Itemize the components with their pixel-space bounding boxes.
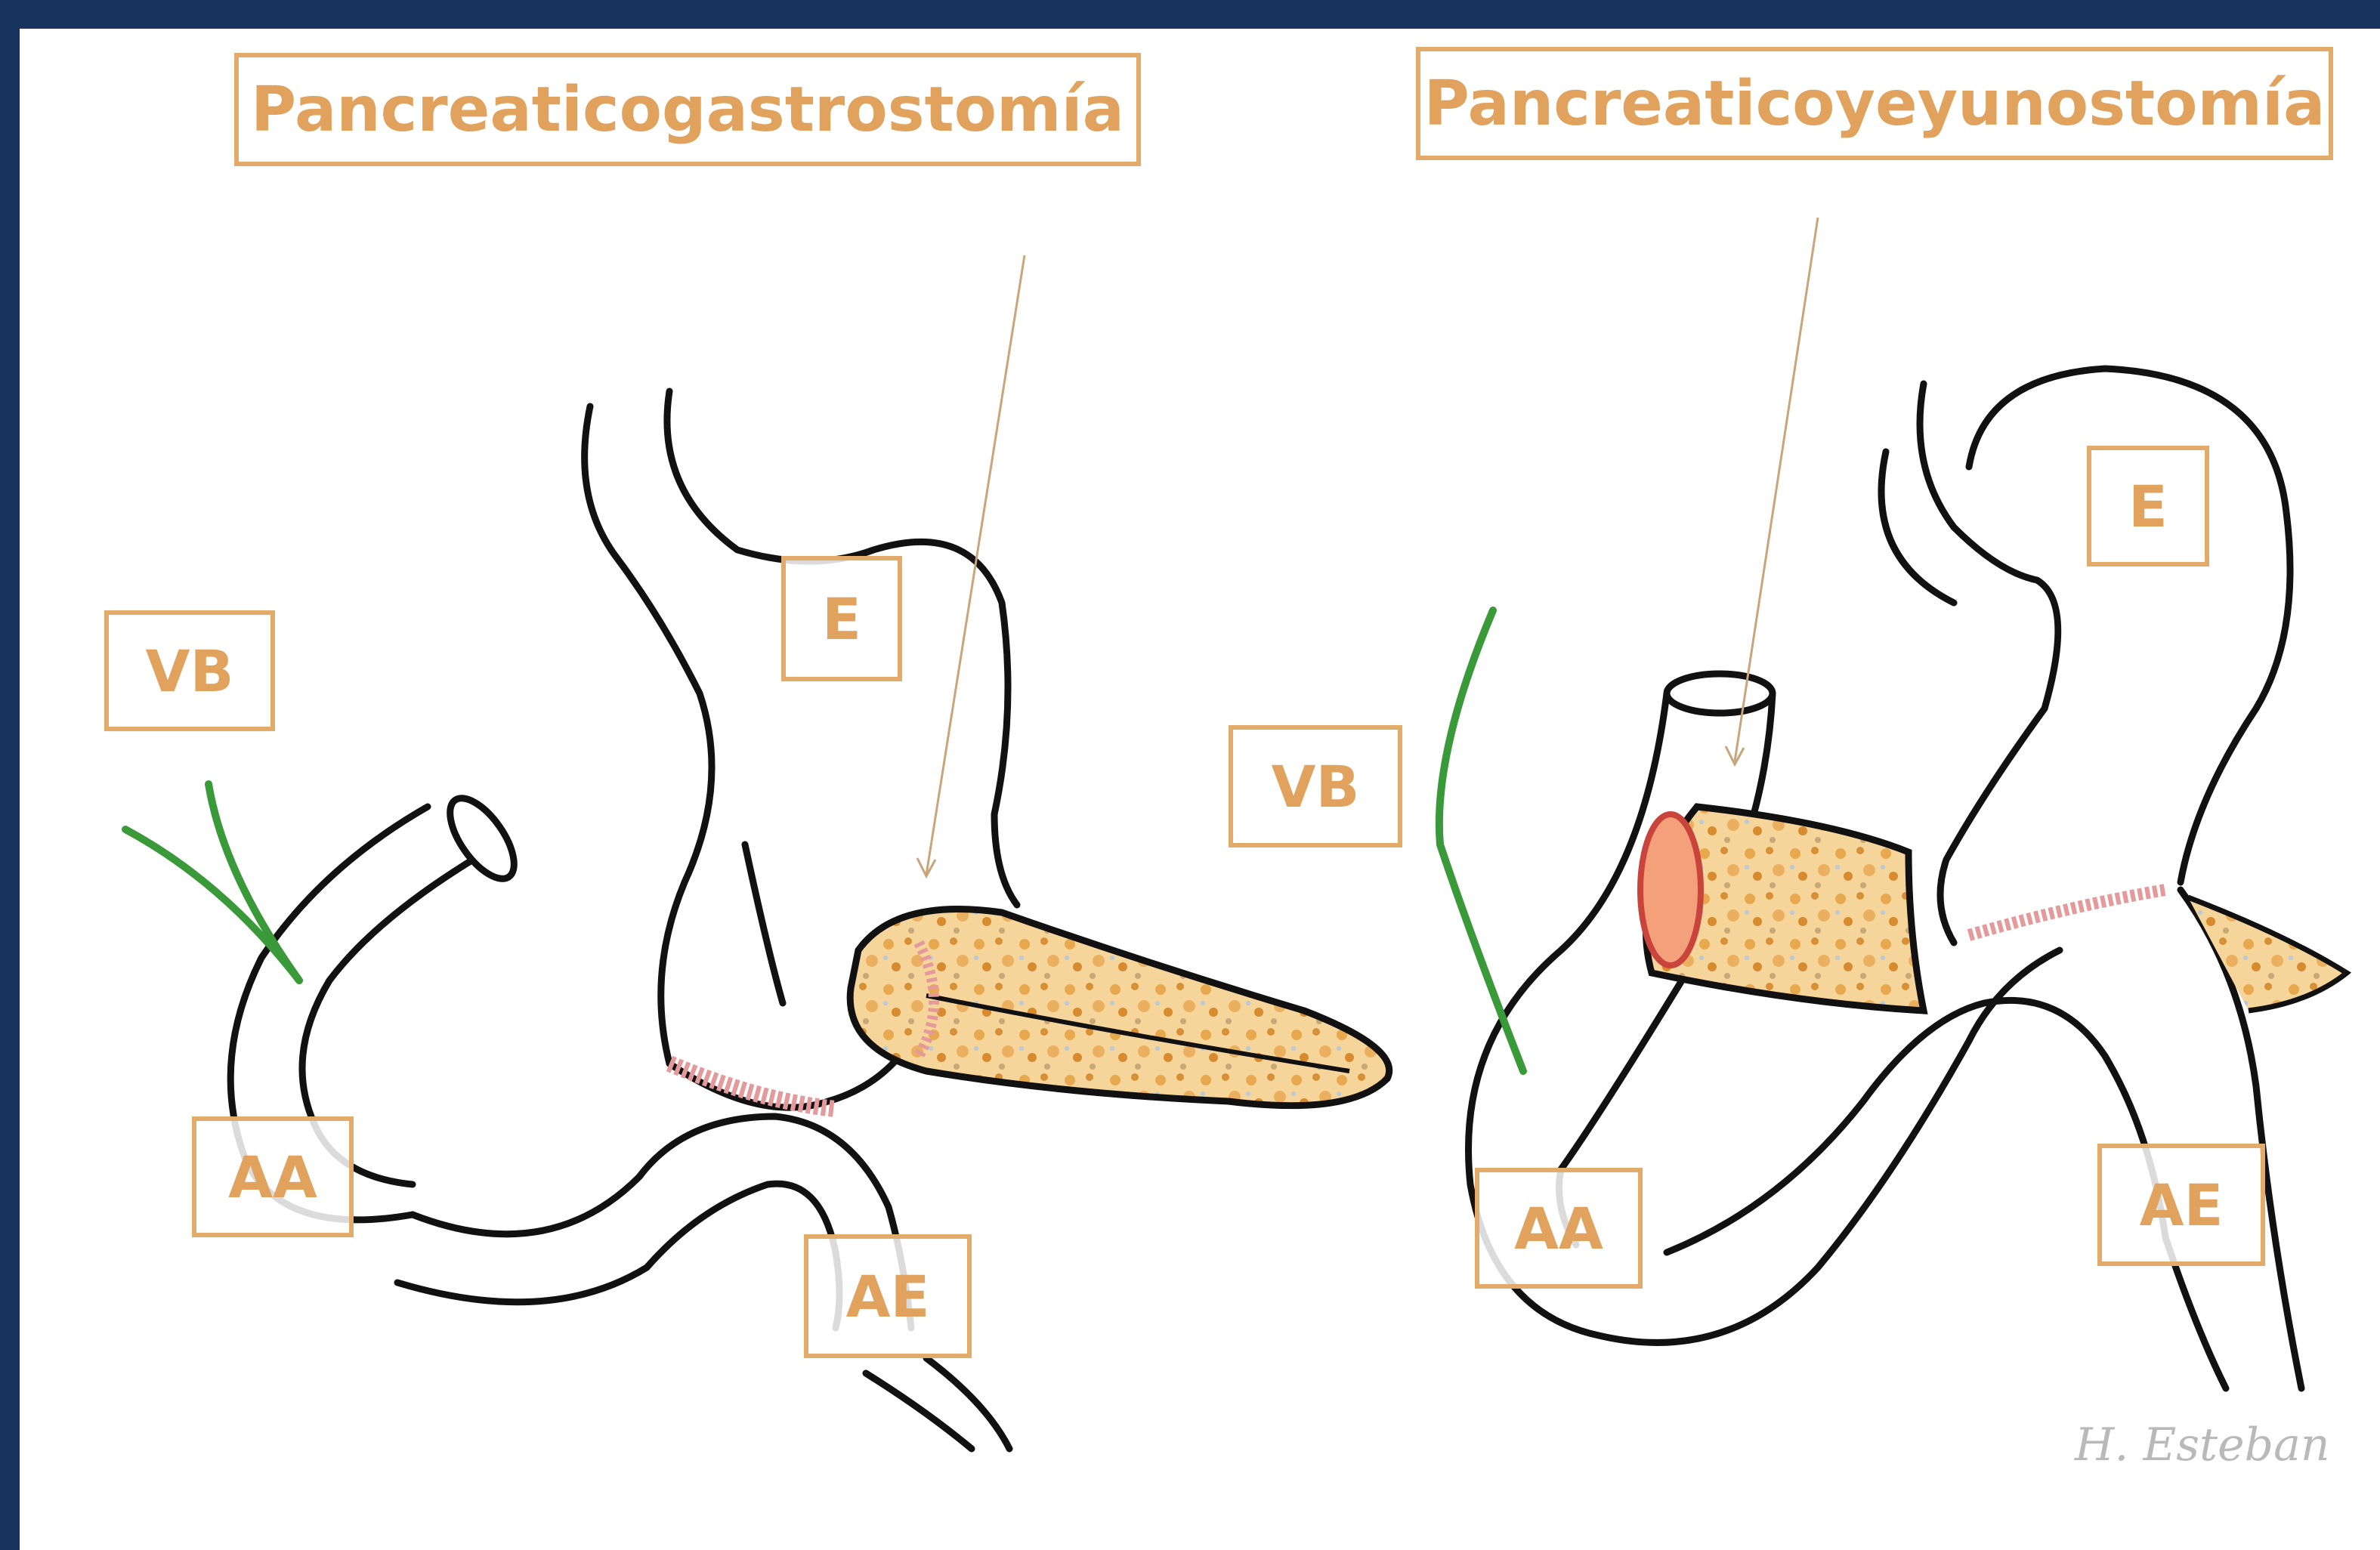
diagram-canvas: Pancreaticogastrostomía Pancreaticoyeyun…: [20, 29, 2380, 1550]
left-label-aa: AA: [192, 1116, 354, 1237]
right-pancreas-tail: [2188, 897, 2347, 1011]
left-label-vb: VB: [104, 610, 275, 731]
right-stomach-right-wall: [1881, 452, 1954, 603]
right-label-vb: VB: [1229, 725, 1402, 848]
right-title-box: Pancreaticoyeyunostomía: [1416, 47, 2333, 160]
right-pancreas-cut-end: [1640, 814, 1701, 965]
left-stomach-lesser-curve: [745, 844, 783, 1003]
left-label-e: E: [781, 556, 902, 681]
right-title-text: Pancreaticoyeyunostomía: [1424, 68, 2326, 140]
left-title-pointer: [926, 255, 1025, 875]
right-title-pointer: [1735, 218, 1818, 761]
left-jejunum-lower: [397, 1184, 839, 1328]
left-label-ae: AE: [804, 1234, 972, 1358]
left-pancreas: [850, 909, 1389, 1106]
artist-signature: H. Esteban: [2075, 1419, 2330, 1471]
right-label-aa: AA: [1475, 1168, 1643, 1289]
left-title-text: Pancreaticogastrostomía: [251, 74, 1124, 146]
left-bile-duct: [125, 784, 299, 980]
left-efferent-tail-b: [926, 1358, 1009, 1449]
left-title-box: Pancreaticogastrostomía: [234, 53, 1141, 166]
right-label-e: E: [2087, 446, 2209, 567]
right-jejunal-anastomosis: [1969, 890, 2165, 935]
right-label-ae: AE: [2097, 1144, 2265, 1266]
right-stomach-left-wall: [1920, 384, 2058, 943]
anatomy-drawing: [20, 29, 2380, 1550]
right-afferent-stump: [1667, 674, 1773, 713]
